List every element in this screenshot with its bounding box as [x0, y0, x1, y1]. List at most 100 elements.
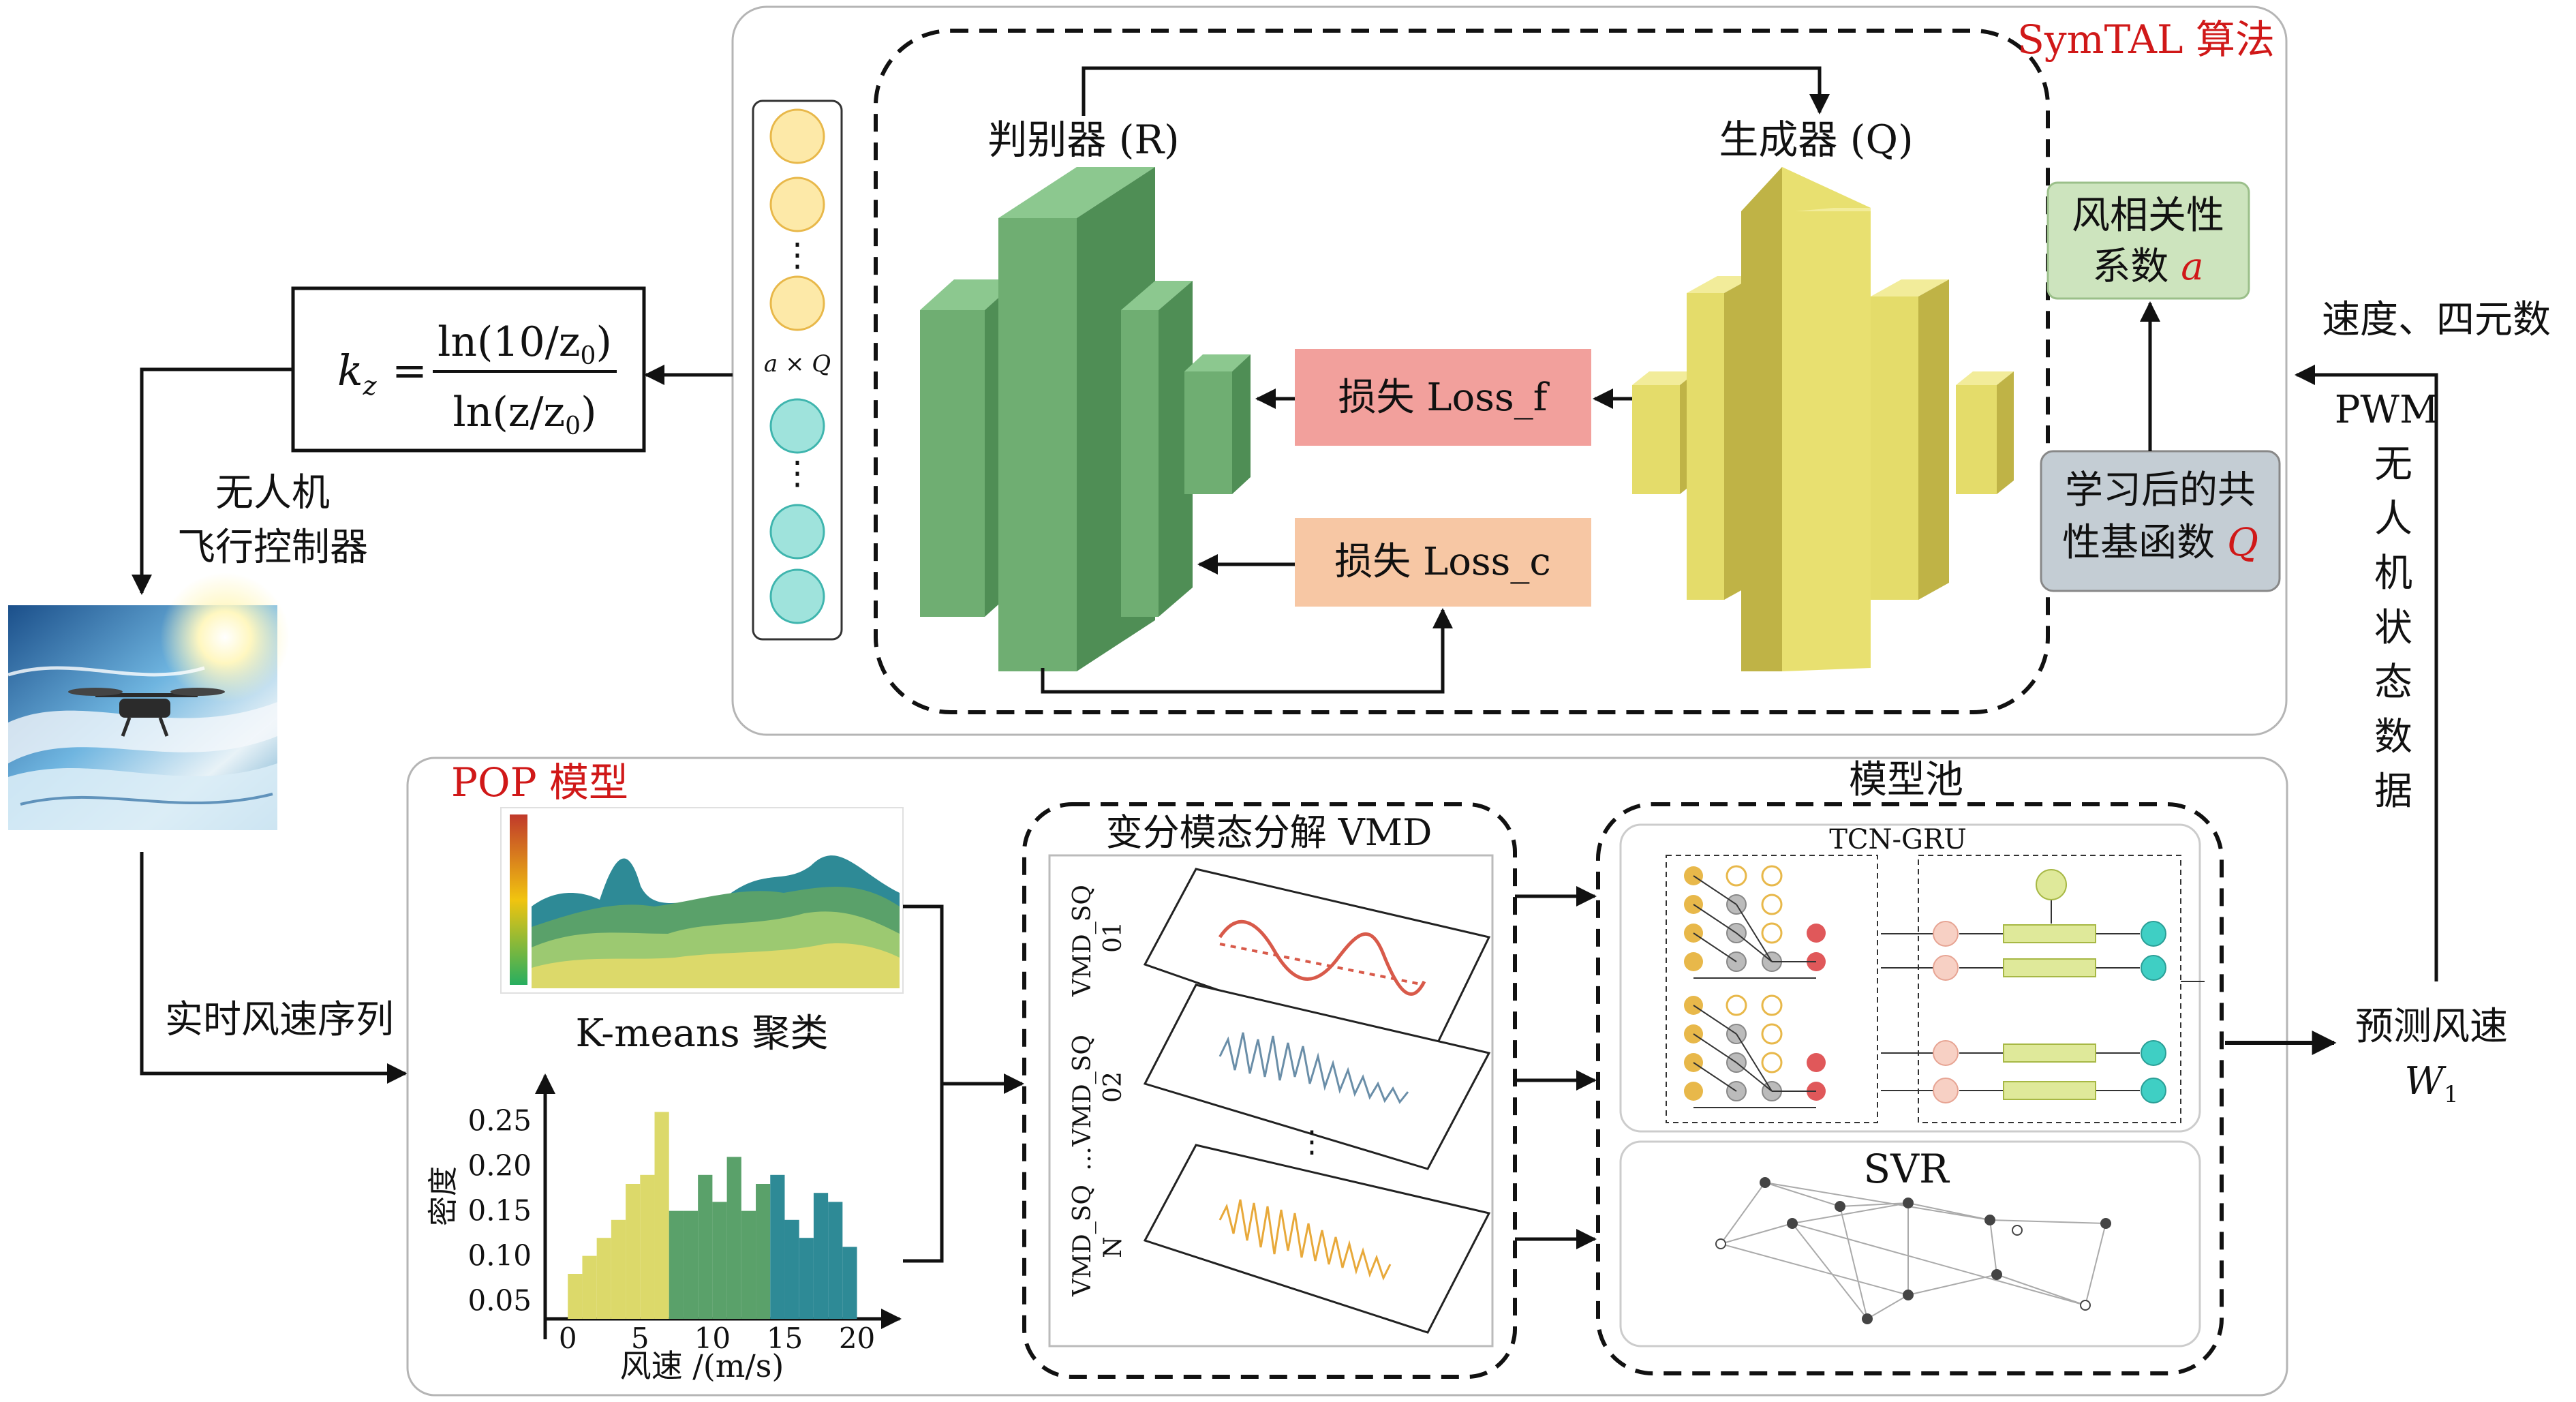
vector-node: [769, 108, 825, 164]
pwm-label: PWM: [2335, 388, 2439, 432]
vmd-label-02-num: 02: [1099, 1071, 1127, 1103]
vmd-plane-02: [1143, 984, 1491, 1170]
hist-bar: [828, 1202, 843, 1319]
arrow-state-feedback: [2295, 365, 2438, 981]
hist-bar: [669, 1210, 684, 1319]
vmd-title: 变分模态分解 VMD: [1106, 811, 1432, 854]
vector-label: a × Q: [764, 350, 831, 378]
pool-dashed-box: [1596, 802, 2224, 1375]
hist-x-tick: 5: [631, 1322, 649, 1355]
loss-c-box: [1295, 518, 1591, 607]
wind-coef-line2: 系数 a: [2092, 245, 2203, 289]
hist-bar: [741, 1210, 756, 1319]
kmeans-area-chart: [500, 807, 904, 994]
vector-node: [769, 398, 825, 454]
hist-bar: [842, 1247, 857, 1319]
kmeans-label: K-means 聚类: [576, 1011, 829, 1056]
hist-bar: [770, 1174, 785, 1319]
hist-y-tick: 0.25: [467, 1104, 532, 1138]
vmd-signal-02: [1218, 1032, 1409, 1104]
uav-state-char: 据: [2374, 769, 2412, 814]
svr-label: SVR: [1863, 1146, 1950, 1192]
symtal-panel: [731, 5, 2288, 736]
vmd-dots: ⋮: [1297, 1125, 1327, 1159]
vector-dots: ⋮: [781, 236, 814, 274]
hist-y-tick: 0.15: [467, 1194, 532, 1228]
hist-bar: [799, 1238, 814, 1319]
hist-bar: [582, 1255, 597, 1319]
discriminator-label: 判别器 (R): [987, 117, 1179, 163]
bottom-panel: [406, 757, 2288, 1397]
arrow-discriminator-to-loss-c: [1041, 608, 1453, 694]
uav-state-char: 机: [2374, 551, 2412, 596]
discriminator-network: [920, 167, 1251, 671]
hist-bar: [698, 1174, 713, 1319]
vmd-dashed-box: [1022, 802, 1517, 1379]
hist-y-tick: 0.05: [467, 1284, 532, 1317]
uav-state-char: 无: [2374, 442, 2412, 487]
hist-y-tick: 0.10: [467, 1239, 532, 1273]
controller-label-line1: 无人机: [215, 471, 330, 515]
vmd-label-02: VMD_SQ: [1069, 1035, 1097, 1147]
wind-coef-box: [2046, 181, 2250, 300]
formula-numerator: ln(10/z0): [438, 318, 612, 370]
uav-state-char: 数: [2374, 715, 2412, 759]
basis-line2: 性基函数 Q: [2062, 521, 2258, 565]
prediction-symbol: W1: [2404, 1059, 2458, 1108]
vector-node: [769, 504, 825, 560]
hist-bar: [712, 1202, 727, 1319]
kmeans-colorbar: [510, 814, 527, 985]
vector-dots: ⋮: [781, 454, 814, 492]
uav-state-char: 人: [2374, 497, 2412, 541]
uav-state-char: 态: [2374, 660, 2412, 705]
generator-label: 生成器 (Q): [1719, 117, 1913, 163]
vector-column: [752, 100, 843, 641]
hist-y-tick: 0.20: [467, 1149, 532, 1183]
pool-title: 模型池: [1849, 758, 1963, 802]
hist-x-tick: 15: [767, 1322, 803, 1355]
generator-network: [1632, 167, 2014, 671]
hist-bar: [683, 1210, 699, 1319]
symtal-dashed-box: [874, 29, 2050, 714]
hist-bar: [756, 1184, 771, 1319]
arrow-drone-to-pop: [140, 852, 408, 1084]
vmd-label-01: VMD_SQ: [1069, 885, 1097, 997]
vector-node: [769, 275, 825, 331]
uav-state-char: 状: [2374, 606, 2412, 650]
vmd-label-01-num: 01: [1099, 921, 1127, 953]
pop-title: POP 模型: [451, 759, 628, 806]
svr-graph: [1720, 1182, 2106, 1320]
hist-bar: [654, 1112, 669, 1319]
vector-node: [769, 177, 825, 232]
tcn-gru-network: [1666, 855, 2205, 1123]
speed-quaternion-label: 速度、四元数: [2322, 298, 2551, 342]
hist-bar: [813, 1193, 829, 1319]
vmd-label-ellipsis: …: [1069, 1146, 1097, 1171]
arrow-discriminator-to-generator: [1082, 66, 1830, 116]
hist-bar: [626, 1184, 641, 1319]
hist-bar: [568, 1274, 583, 1319]
basis-box: [2040, 450, 2281, 592]
drone-body: [119, 699, 170, 718]
hist-bar: [611, 1219, 626, 1319]
symtal-title: SymTAL 算法: [2017, 16, 2275, 63]
hist-x-tick: 0: [559, 1322, 577, 1355]
hist-bar: [726, 1157, 741, 1319]
arrow-formula-to-drone: [132, 367, 293, 595]
formula-lhs: kz: [337, 346, 378, 401]
loss-c-label: 损失 Loss_c: [1334, 540, 1551, 584]
pop-join-bracket: [903, 904, 944, 1263]
svr-nodes: [1715, 1177, 2111, 1324]
hist-bar: [596, 1238, 611, 1319]
vmd-label-n-num: N: [1099, 1236, 1127, 1258]
formula-box: [291, 286, 646, 453]
controller-label-line2: 飞行控制器: [177, 525, 368, 570]
realtime-series-label: 实时风速序列: [165, 998, 394, 1042]
hist-x-tick: 10: [694, 1322, 731, 1355]
vmd-signal-n: [1218, 1199, 1392, 1281]
vmd-plane-n: [1143, 1144, 1491, 1334]
hist-ylabel: 密度: [426, 1166, 461, 1226]
